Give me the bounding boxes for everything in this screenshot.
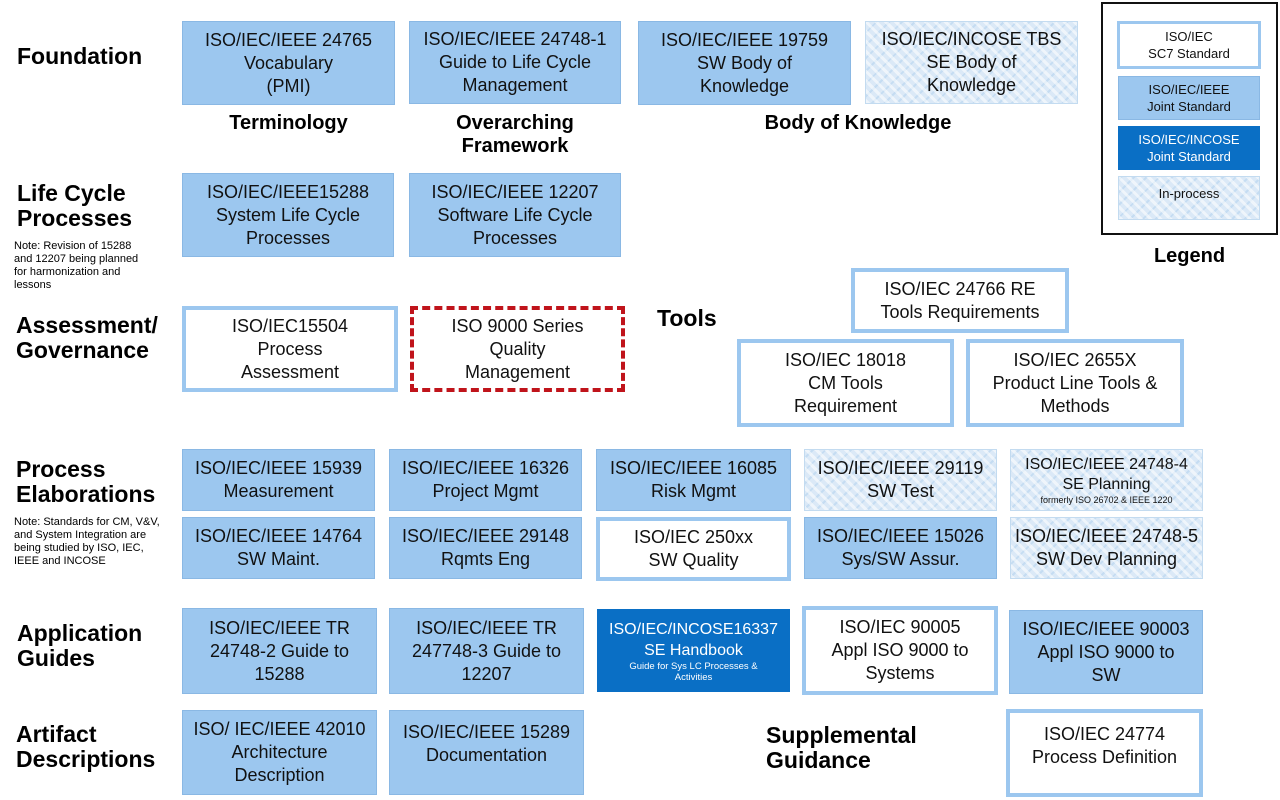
standard-29119-label: ISO/IEC/IEEE 29119 SW Test: [817, 458, 984, 501]
standard-250xx[interactable]: ISO/IEC 250xx SW Quality: [596, 517, 791, 581]
standard-15288[interactable]: ISO/IEC/IEEE15288 System Life Cycle Proc…: [182, 173, 394, 257]
standard-16085-label: ISO/IEC/IEEE 16085 Risk Mgmt: [609, 458, 778, 501]
standard-12207-label: ISO/IEC/IEEE 12207 Software Life Cycle P…: [431, 181, 599, 248]
standard-18018-label: ISO/IEC 18018 CM Tools Requirement: [784, 349, 907, 416]
standard-2655x-label: ISO/IEC 2655X Product Line Tools & Metho…: [992, 349, 1158, 416]
legend-incose-swatch: ISO/IEC/INCOSE Joint Standard: [1118, 126, 1260, 170]
standard-24774-label: ISO/IEC 24774 Process Definition: [1031, 724, 1178, 767]
life-cycle-note: Note: Revision of 15288 and 12207 being …: [14, 240, 139, 291]
standard-2655x[interactable]: ISO/IEC 2655X Product Line Tools & Metho…: [966, 339, 1184, 427]
standard-24765[interactable]: ISO/IEC/IEEE 24765 Vocabulary (PMI): [182, 21, 395, 105]
standard-29119[interactable]: ISO/IEC/IEEE 29119 SW Test: [804, 449, 997, 511]
standard-iso-9000[interactable]: ISO 9000 Series Quality Management: [410, 306, 625, 392]
standard-24748-1[interactable]: ISO/IEC/IEEE 24748-1 Guide to Life Cycle…: [409, 21, 621, 104]
standard-tr-247748-3-label: ISO/IEC/IEEE TR 247748-3 Guide to 12207: [411, 617, 562, 684]
row-label-application: Application Guides: [17, 620, 143, 671]
standard-24774[interactable]: ISO/IEC 24774 Process Definition: [1006, 709, 1203, 797]
standard-90003-label: ISO/IEC/IEEE 90003 Appl ISO 9000 to SW: [1022, 618, 1190, 685]
standard-14764[interactable]: ISO/IEC/IEEE 14764 SW Maint.: [182, 517, 375, 579]
row-label-assessment: Assessment/ Governance: [16, 312, 158, 363]
standard-24748-4[interactable]: ISO/IEC/IEEE 24748-4 SE Planning formerl…: [1010, 449, 1203, 511]
standard-24748-4-label: ISO/IEC/IEEE 24748-4 SE Planning: [1025, 455, 1188, 493]
standard-15939[interactable]: ISO/IEC/IEEE 15939 Measurement: [182, 449, 375, 511]
standard-15939-label: ISO/IEC/IEEE 15939 Measurement: [194, 458, 363, 501]
row-label-artifact: Artifact Descriptions: [16, 721, 156, 772]
standard-16337-label: ISO/IEC/INCOSE16337 SE Handbook: [609, 620, 778, 659]
standard-19759[interactable]: ISO/IEC/IEEE 19759 SW Body of Knowledge: [638, 21, 851, 105]
standard-24766[interactable]: ISO/IEC 24766 RE Tools Requirements: [851, 268, 1069, 333]
standard-24765-label: ISO/IEC/IEEE 24765 Vocabulary (PMI): [204, 29, 373, 96]
legend-title: Legend: [1153, 245, 1226, 267]
row-label-tools: Tools: [657, 305, 717, 331]
legend-in-process-swatch: In-process: [1118, 176, 1260, 220]
standard-tr-24748-2-label: ISO/IEC/IEEE TR 24748-2 Guide to 15288: [209, 617, 350, 684]
standard-iso-9000-label: ISO 9000 Series Quality Management: [451, 315, 584, 382]
standard-16326-label: ISO/IEC/IEEE 16326 Project Mgmt: [401, 458, 570, 501]
standard-15504-label: ISO/IEC15504 Process Assessment: [231, 315, 349, 382]
standard-15289-label: ISO/IEC/IEEE 15289 Documentation: [402, 722, 571, 765]
caption-terminology: Terminology: [229, 112, 348, 134]
standard-tr-24748-2[interactable]: ISO/IEC/IEEE TR 24748-2 Guide to 15288: [182, 608, 377, 694]
standard-24766-label: ISO/IEC 24766 RE Tools Requirements: [880, 278, 1040, 322]
standard-19759-label: ISO/IEC/IEEE 19759 SW Body of Knowledge: [660, 29, 829, 96]
standard-250xx-label: ISO/IEC 250xx SW Quality: [633, 527, 754, 570]
standard-15026-label: ISO/IEC/IEEE 15026 Sys/SW Assur.: [816, 526, 985, 569]
legend-sc7-swatch: ISO/IEC SC7 Standard: [1117, 21, 1261, 69]
standard-90005[interactable]: ISO/IEC 90005 Appl ISO 9000 to Systems: [802, 606, 998, 695]
standard-42010[interactable]: ISO/ IEC/IEEE 42010 Architecture Descrip…: [182, 710, 377, 795]
standard-29148-label: ISO/IEC/IEEE 29148 Rqmts Eng: [401, 526, 570, 569]
standard-18018[interactable]: ISO/IEC 18018 CM Tools Requirement: [737, 339, 954, 427]
standard-12207[interactable]: ISO/IEC/IEEE 12207 Software Life Cycle P…: [409, 173, 621, 257]
standard-incose-tbs-label: ISO/IEC/INCOSE TBS SE Body of Knowledge: [881, 29, 1062, 95]
standard-24748-1-label: ISO/IEC/IEEE 24748-1 Guide to Life Cycle…: [423, 29, 607, 95]
standard-16337-note: Guide for Sys LC Processes & Activities: [629, 660, 758, 683]
standard-tr-247748-3[interactable]: ISO/IEC/IEEE TR 247748-3 Guide to 12207: [389, 608, 584, 694]
row-label-foundation: Foundation: [17, 43, 143, 69]
legend-box: [1101, 2, 1278, 235]
standard-16085[interactable]: ISO/IEC/IEEE 16085 Risk Mgmt: [596, 449, 791, 511]
standard-24748-5-label: ISO/IEC/IEEE 24748-5 SW Dev Planning: [1014, 526, 1199, 569]
standard-15504[interactable]: ISO/IEC15504 Process Assessment: [182, 306, 398, 392]
row-label-life-cycle: Life Cycle Processes: [17, 180, 133, 231]
standard-90003[interactable]: ISO/IEC/IEEE 90003 Appl ISO 9000 to SW: [1009, 610, 1203, 694]
standard-90005-label: ISO/IEC 90005 Appl ISO 9000 to Systems: [831, 617, 969, 683]
caption-body-of-knowledge: Body of Knowledge: [764, 112, 952, 134]
legend-joint-swatch: ISO/IEC/IEEE Joint Standard: [1118, 76, 1260, 120]
standard-15289[interactable]: ISO/IEC/IEEE 15289 Documentation: [389, 710, 584, 795]
standard-incose-tbs[interactable]: ISO/IEC/INCOSE TBS SE Body of Knowledge: [865, 21, 1078, 104]
standard-15026[interactable]: ISO/IEC/IEEE 15026 Sys/SW Assur.: [804, 517, 997, 579]
standard-29148[interactable]: ISO/IEC/IEEE 29148 Rqmts Eng: [389, 517, 582, 579]
row-label-supplemental: Supplemental Guidance: [766, 722, 917, 773]
standard-15288-label: ISO/IEC/IEEE15288 System Life Cycle Proc…: [206, 181, 370, 248]
standard-16326[interactable]: ISO/IEC/IEEE 16326 Project Mgmt: [389, 449, 582, 511]
elaborations-note: Note: Standards for CM, V&V, and System …: [14, 516, 160, 567]
standard-42010-label: ISO/ IEC/IEEE 42010 Architecture Descrip…: [193, 719, 366, 785]
standard-24748-4-note: formerly ISO 26702 & IEEE 1220: [1040, 494, 1173, 505]
standard-16337[interactable]: ISO/IEC/INCOSE16337 SE Handbook Guide fo…: [597, 609, 790, 692]
standard-24748-5[interactable]: ISO/IEC/IEEE 24748-5 SW Dev Planning: [1010, 517, 1203, 579]
row-label-elaborations: Process Elaborations: [16, 456, 156, 507]
standard-14764-label: ISO/IEC/IEEE 14764 SW Maint.: [194, 526, 363, 569]
caption-framework: Overarching Framework: [456, 112, 574, 157]
